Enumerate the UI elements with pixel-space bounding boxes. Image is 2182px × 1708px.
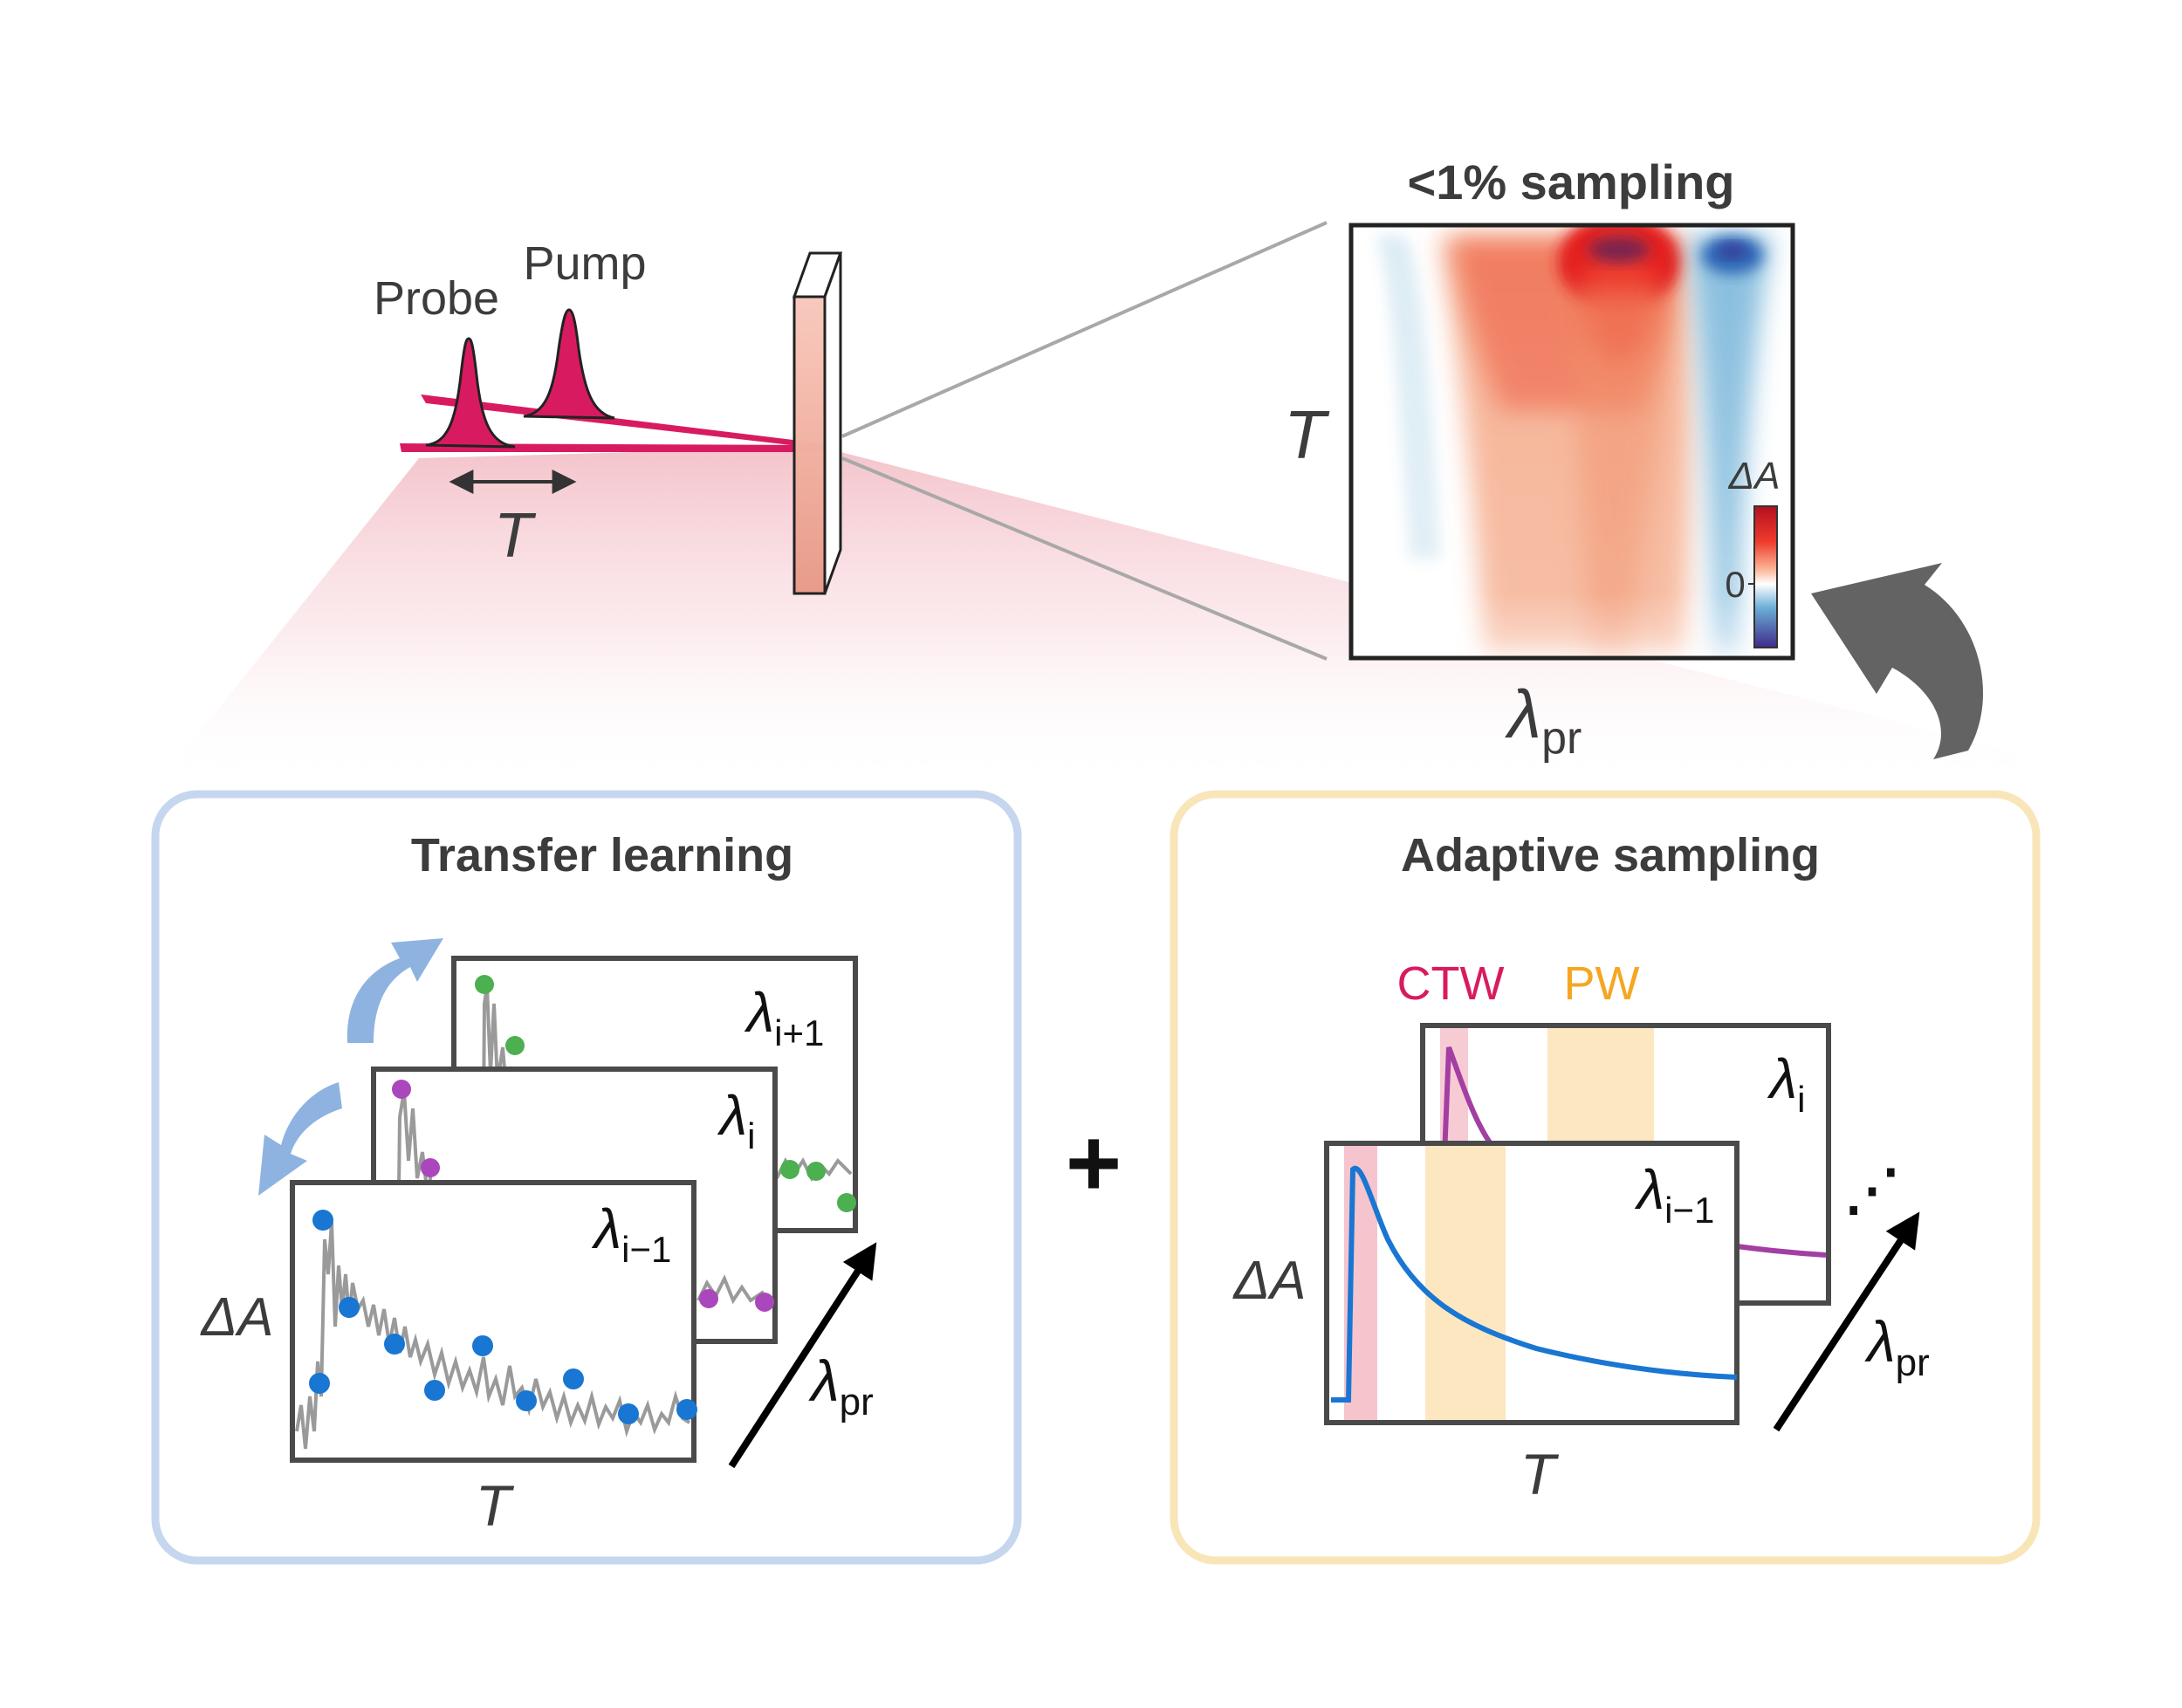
adaptive-frame-back-label-main: λ <box>1767 1047 1798 1110</box>
transfer-lambda-main: λ <box>808 1348 839 1413</box>
adaptive-frame-front-label-main: λ <box>1635 1158 1665 1221</box>
frame-front: λi−1 <box>290 1180 697 1463</box>
colorbar-zero: 0 <box>1725 564 1745 605</box>
frame-front-label: λi−1 <box>592 1197 672 1270</box>
delay-label: T <box>494 501 537 571</box>
adaptive-lambda-sub: pr <box>1896 1341 1930 1384</box>
adaptive-lambda-main: λ <box>1864 1309 1895 1374</box>
frame-middle-label-main: λ <box>717 1084 748 1147</box>
pump-pulse <box>523 308 615 420</box>
frame-back-label-main: λ <box>744 981 775 1044</box>
return-arrow <box>1811 563 1984 759</box>
colorbar <box>1753 505 1778 648</box>
heatmap-title: <1% sampling <box>1407 154 1734 209</box>
cycle-arrow-down <box>258 1082 342 1196</box>
transfer-y-label: ΔA <box>200 1287 274 1348</box>
adaptive-frame-front-label: λi−1 <box>1635 1158 1715 1231</box>
plus-sign: + <box>1066 1109 1122 1217</box>
probe-pulse <box>425 337 516 449</box>
zoom-line-top <box>841 221 1328 438</box>
cycle-arrow-up <box>347 938 443 1043</box>
transfer-x-label: T <box>476 1473 515 1538</box>
pump-label: Pump <box>523 237 646 290</box>
transfer-lambda-sub: pr <box>840 1381 874 1423</box>
heatmap-x-label: λpr <box>1505 676 1582 764</box>
frame-back-label-sub: i+1 <box>774 1012 824 1053</box>
heatmap-frame <box>1348 223 1795 661</box>
transfer-title: Transfer learning <box>411 829 793 881</box>
adaptive-frame-front-label-sub: i−1 <box>1664 1190 1714 1231</box>
pw-label: PW <box>1564 957 1640 1010</box>
ellipsis-dots: ⋰ <box>1844 1158 1900 1221</box>
heatmap-panel: <1% sampling T λpr ΔA 0 <box>1284 154 1795 764</box>
adaptive-frame-back-label: λi <box>1767 1047 1806 1120</box>
adaptive-x-label: T <box>1520 1442 1560 1506</box>
heatmap-image <box>1351 225 1793 658</box>
transfer-lambda-label: λpr <box>808 1348 874 1423</box>
pw-window-front <box>1425 1146 1506 1420</box>
adaptive-frame-back-label-sub: i <box>1797 1079 1805 1120</box>
decay-curve <box>1331 1165 1738 1403</box>
ctw-label: CTW <box>1397 957 1505 1010</box>
probe-label: Probe <box>374 272 499 325</box>
adaptive-title: Adaptive sampling <box>1401 829 1820 881</box>
adaptive-y-label: ΔA <box>1232 1251 1307 1311</box>
frame-front-label-main: λ <box>592 1197 622 1260</box>
adaptive-frame-front: λi−1 <box>1324 1141 1739 1425</box>
frame-middle-label: λi <box>717 1084 756 1156</box>
sample-slab <box>792 251 843 595</box>
adaptive-lambda-arrow <box>1773 1211 1920 1432</box>
frame-middle-label-sub: i <box>747 1115 755 1156</box>
pw-window-back <box>1547 1028 1654 1159</box>
pump-beam <box>421 394 829 449</box>
adaptive-lambda-label: λpr <box>1864 1309 1930 1384</box>
heatmap-y-label: T <box>1284 396 1330 473</box>
noisy-trace <box>295 1221 691 1450</box>
heatmap-x-label-sub: pr <box>1541 713 1582 764</box>
colorbar-label: ΔA <box>1728 455 1781 497</box>
transfer-lambda-arrow <box>728 1242 877 1469</box>
zoom-line-bottom <box>841 456 1328 661</box>
pump-probe-setup: Probe Pump T <box>374 221 1328 661</box>
light-cone <box>157 447 2060 785</box>
adaptive-sampling-panel: Adaptive sampling CTW PW λi λi−1 ΔA T ⋰ … <box>1170 790 2041 1565</box>
transfer-learning-panel: Transfer learning λi+1 λi <box>151 790 1022 1565</box>
frame-front-label-sub: i−1 <box>621 1229 671 1270</box>
frame-back-label: λi+1 <box>744 981 825 1053</box>
heatmap-x-label-main: λ <box>1505 676 1541 752</box>
